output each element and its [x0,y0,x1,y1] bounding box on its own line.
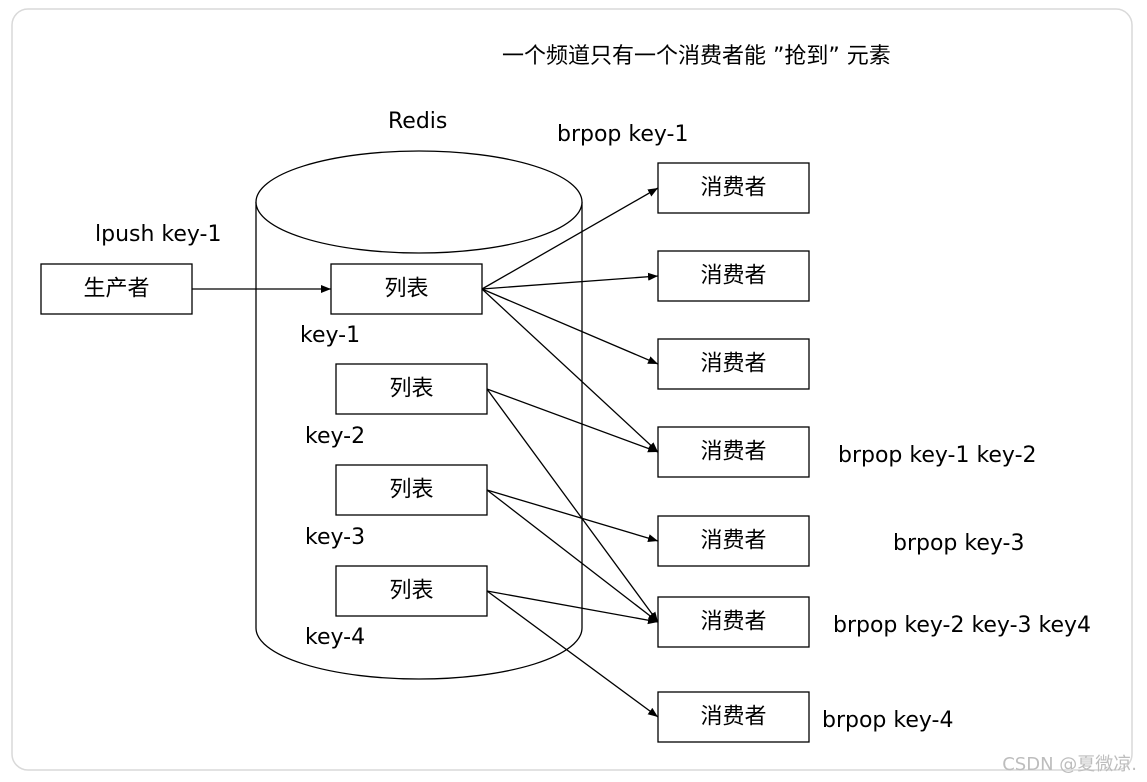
consumer-label: 消费者 [700,264,766,289]
list-to-consumer-arrow [481,288,659,453]
list-box-key-4[interactable]: 列表 [335,565,488,617]
consumer-box[interactable]: 消费者 [657,162,810,214]
consumer-label: 消费者 [700,176,766,201]
list-key-label: key-1 [300,323,360,348]
list-label: 列表 [389,579,433,604]
consumer-box[interactable]: 消费者 [657,596,810,648]
redis-cylinder [255,150,583,680]
consumer-label: 消费者 [700,440,766,465]
diagram-frame [11,8,1133,771]
consumer-label: 消费者 [700,352,766,377]
list-to-consumer-arrow [481,187,659,290]
redis-label: Redis [388,109,447,134]
list-label: 列表 [389,377,433,402]
list-to-consumer-arrow [486,388,659,623]
consumer-command-label: brpop key-2 key-3 key4 [833,613,1091,638]
list-to-consumer-arrow [481,272,659,290]
list-box-key-2[interactable]: 列表 [335,363,488,415]
list-key-label: key-3 [305,525,365,550]
consumer-label: 消费者 [700,610,766,635]
producer-command: lpush key-1 [95,222,221,247]
list-to-consumer-arrow [481,288,659,365]
list-label: 列表 [389,478,433,503]
consumer-label: 消费者 [700,705,766,730]
list-box-key-1[interactable]: 列表 [330,263,483,315]
producer-box[interactable]: 生产者 [40,263,193,315]
producer-label: 生产者 [83,277,149,302]
list-key-label: key-2 [305,424,365,449]
list-label: 列表 [384,277,428,302]
consumer-box[interactable]: 消费者 [657,338,810,390]
consumer-box[interactable]: 消费者 [657,426,810,478]
list-to-consumer-arrow [486,590,659,625]
consumer-box[interactable]: 消费者 [657,250,810,302]
diagram-title: 一个频道只有一个消费者能 ”抢到” 元素 [502,44,891,69]
consumer-box[interactable]: 消费者 [657,691,810,743]
list-to-consumer-arrow [486,489,659,623]
list-to-consumer-arrow [486,590,659,718]
watermark: CSDN @夏微凉. [1002,754,1137,775]
list-box-key-3[interactable]: 列表 [335,464,488,516]
consumer-command-label: brpop key-4 [822,708,953,733]
consumer-command-label: brpop key-3 [893,531,1024,556]
consumer-command-label: brpop key-1 [557,122,688,147]
consumer-command-label: brpop key-1 key-2 [838,443,1037,468]
consumer-box[interactable]: 消费者 [657,515,810,567]
list-to-consumer-arrow [486,489,659,542]
list-key-label: key-4 [305,625,365,650]
list-to-consumer-arrow [486,388,659,453]
consumer-label: 消费者 [700,529,766,554]
